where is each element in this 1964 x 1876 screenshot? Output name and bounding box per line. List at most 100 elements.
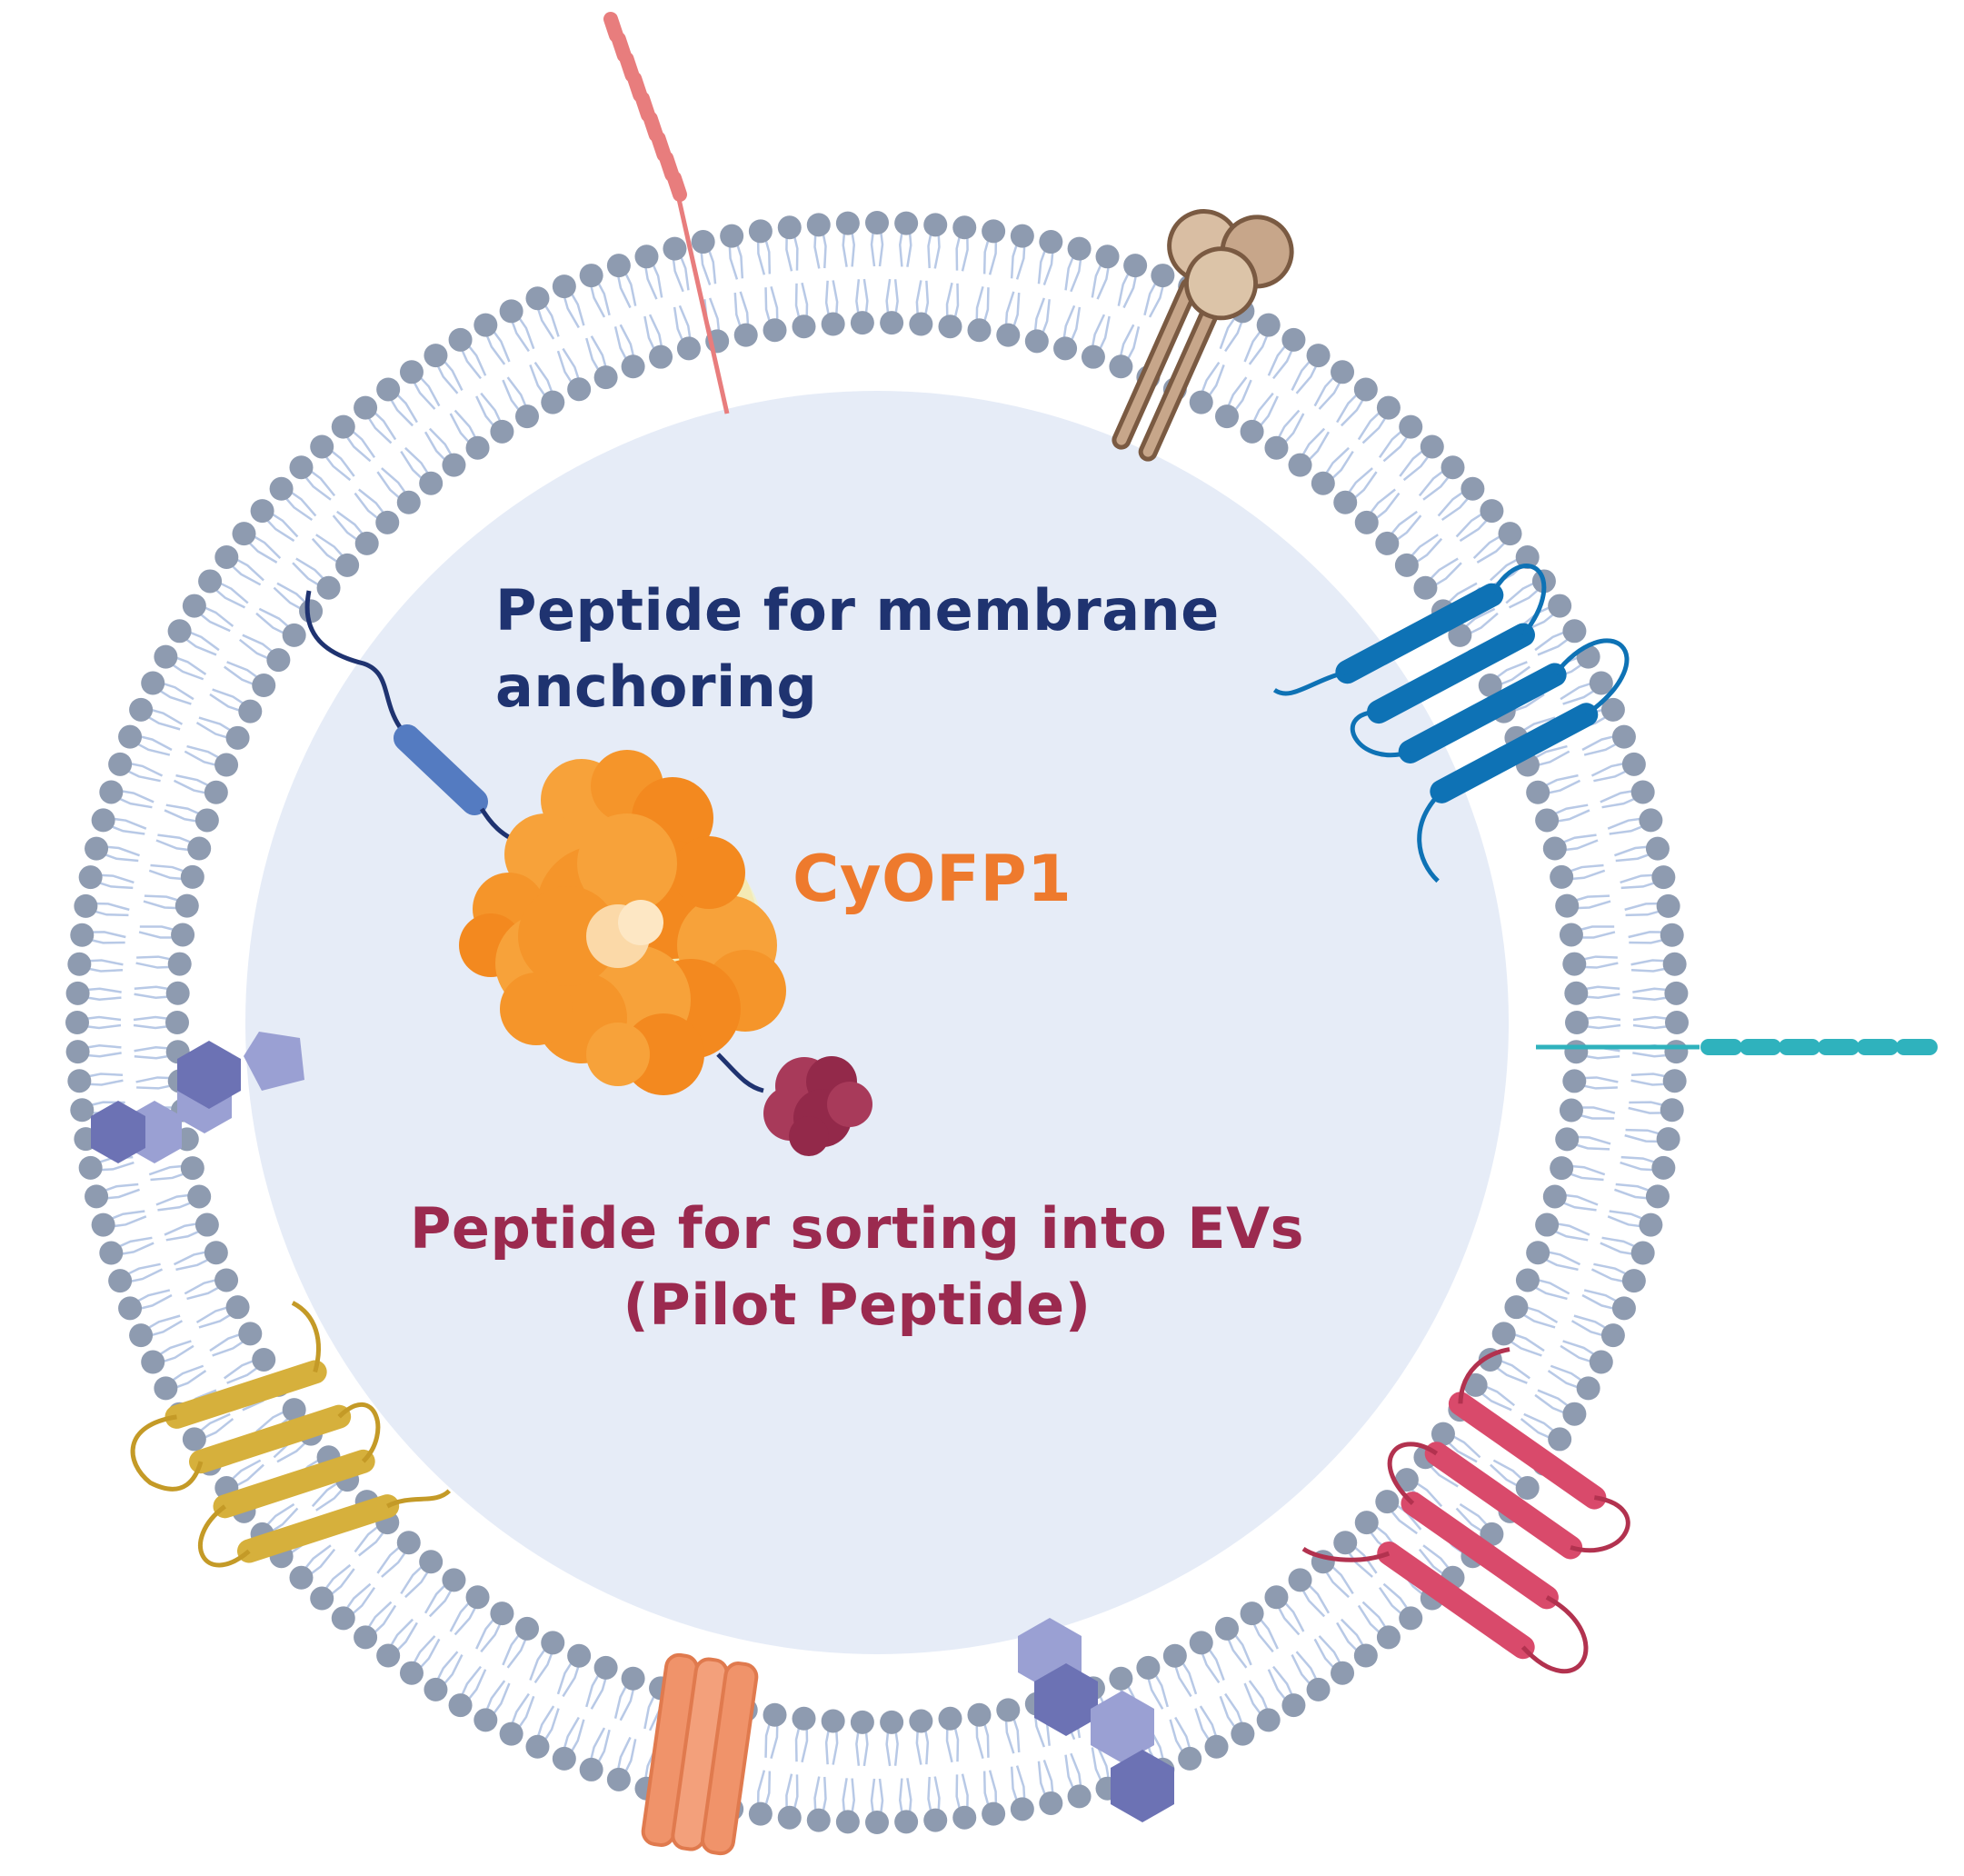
lipid-head [331, 1606, 355, 1631]
lipid-head [967, 318, 992, 343]
lipid-head [1288, 453, 1312, 477]
lipid-head [909, 1709, 933, 1733]
cyofp-bump [673, 836, 745, 909]
lipid-head [214, 544, 239, 569]
lipid-head [442, 1568, 466, 1592]
lipid-head [821, 1709, 845, 1733]
blue-transmembrane-receptor-icon [1272, 564, 1630, 883]
lipid-head [1288, 1568, 1312, 1592]
lipid-head [1548, 594, 1572, 618]
lipid-head [733, 323, 758, 347]
salmon-surface-chain-icon [603, 12, 730, 414]
lipid-head [65, 981, 90, 1005]
lipid-head [399, 1661, 424, 1685]
lipid-head [606, 1767, 631, 1791]
lipid-head [1564, 981, 1589, 1005]
lipid-head [289, 1565, 314, 1590]
lipid-head [375, 510, 400, 534]
lipid-head [1353, 1643, 1378, 1668]
lipid-head [1431, 1422, 1455, 1446]
orange-ion-channel-icon [641, 1652, 759, 1856]
lipid-head [154, 644, 178, 669]
lipid-head [1178, 1746, 1202, 1771]
lipid-head [1515, 1268, 1540, 1292]
lipid-head [1555, 893, 1580, 918]
lipid-head [593, 1655, 618, 1680]
lipid-head [663, 236, 687, 261]
lipid-head [1010, 224, 1034, 248]
cyofp-bump [577, 813, 677, 913]
lipid-head [167, 952, 192, 976]
lipid-head [1311, 471, 1335, 495]
lipid-head [541, 1631, 565, 1655]
lipid-head [1589, 1350, 1613, 1374]
lipid-head [1354, 510, 1379, 534]
lipid-head [1053, 336, 1078, 361]
lipid-head [225, 725, 250, 750]
lipid-head [850, 311, 874, 335]
lipid-head [99, 780, 124, 804]
lipid-head [923, 1808, 948, 1832]
lipid-head [299, 599, 324, 624]
lipid-head [1535, 808, 1560, 833]
lipid-head [952, 1805, 977, 1830]
lipid-head [187, 836, 212, 861]
lipid-head [567, 1643, 592, 1668]
lipid-head [691, 230, 715, 254]
lipid-head [448, 1693, 473, 1718]
lipid-head [225, 1295, 250, 1320]
lipid-head [1331, 360, 1355, 384]
lipid-head [777, 1805, 802, 1830]
lipid-head [1665, 1011, 1689, 1034]
lipid-head [1480, 1522, 1504, 1546]
pilot-bump [789, 1116, 829, 1156]
lipid-head [982, 1801, 1006, 1826]
lipid-head [419, 1550, 444, 1574]
lipid-head [763, 1702, 787, 1727]
lipid-head [1441, 455, 1465, 480]
purple-glycan-bottom-icon [1018, 1618, 1174, 1822]
pilot-peptide-label: Peptide for sorting into EVs (Pilot Pept… [407, 1191, 1307, 1343]
lipid-head [65, 1040, 90, 1064]
lipid-head [952, 215, 977, 240]
lipid-head [141, 671, 165, 695]
lipid-head [1589, 671, 1613, 695]
lipid-head [1656, 1127, 1680, 1152]
lipid-head [252, 674, 276, 698]
lipid-head [1463, 1372, 1488, 1397]
lipid-head [108, 1269, 133, 1293]
lipid-head [1162, 1643, 1187, 1668]
lipid-head [1639, 1212, 1663, 1237]
lipid-head [835, 1810, 860, 1834]
lipid-head [67, 1069, 92, 1093]
lipid-head [204, 1241, 228, 1265]
lipid-head [1478, 674, 1502, 698]
lipid-head [777, 215, 802, 240]
lipid-head [204, 780, 228, 804]
lipid-head [1564, 1040, 1589, 1064]
lipid-head [424, 1677, 448, 1701]
lipid-head [1562, 1069, 1587, 1093]
lipid-head [214, 1268, 239, 1292]
lipid-head [1376, 395, 1401, 420]
lipid-head [621, 354, 645, 379]
cyofp-bump [586, 1023, 650, 1086]
lipid-head [1660, 1098, 1684, 1123]
lipid-head [1576, 1376, 1600, 1401]
lipid-head [1081, 344, 1105, 369]
lipid-head [1331, 1661, 1355, 1685]
lipid-head [525, 286, 550, 311]
lipid-head [499, 1721, 523, 1746]
lipid-head [1039, 1791, 1063, 1815]
lipid-head [499, 299, 523, 324]
lipid-head [354, 1625, 378, 1650]
lipid-head [1662, 952, 1687, 976]
lipid-head [1639, 808, 1663, 833]
lipid-head [1548, 1427, 1572, 1452]
lipid-head [165, 1011, 189, 1034]
lipid-head [252, 1347, 276, 1372]
lipid-head [1264, 435, 1289, 460]
lipid-head [850, 1710, 874, 1734]
lipid-head [1333, 490, 1358, 514]
